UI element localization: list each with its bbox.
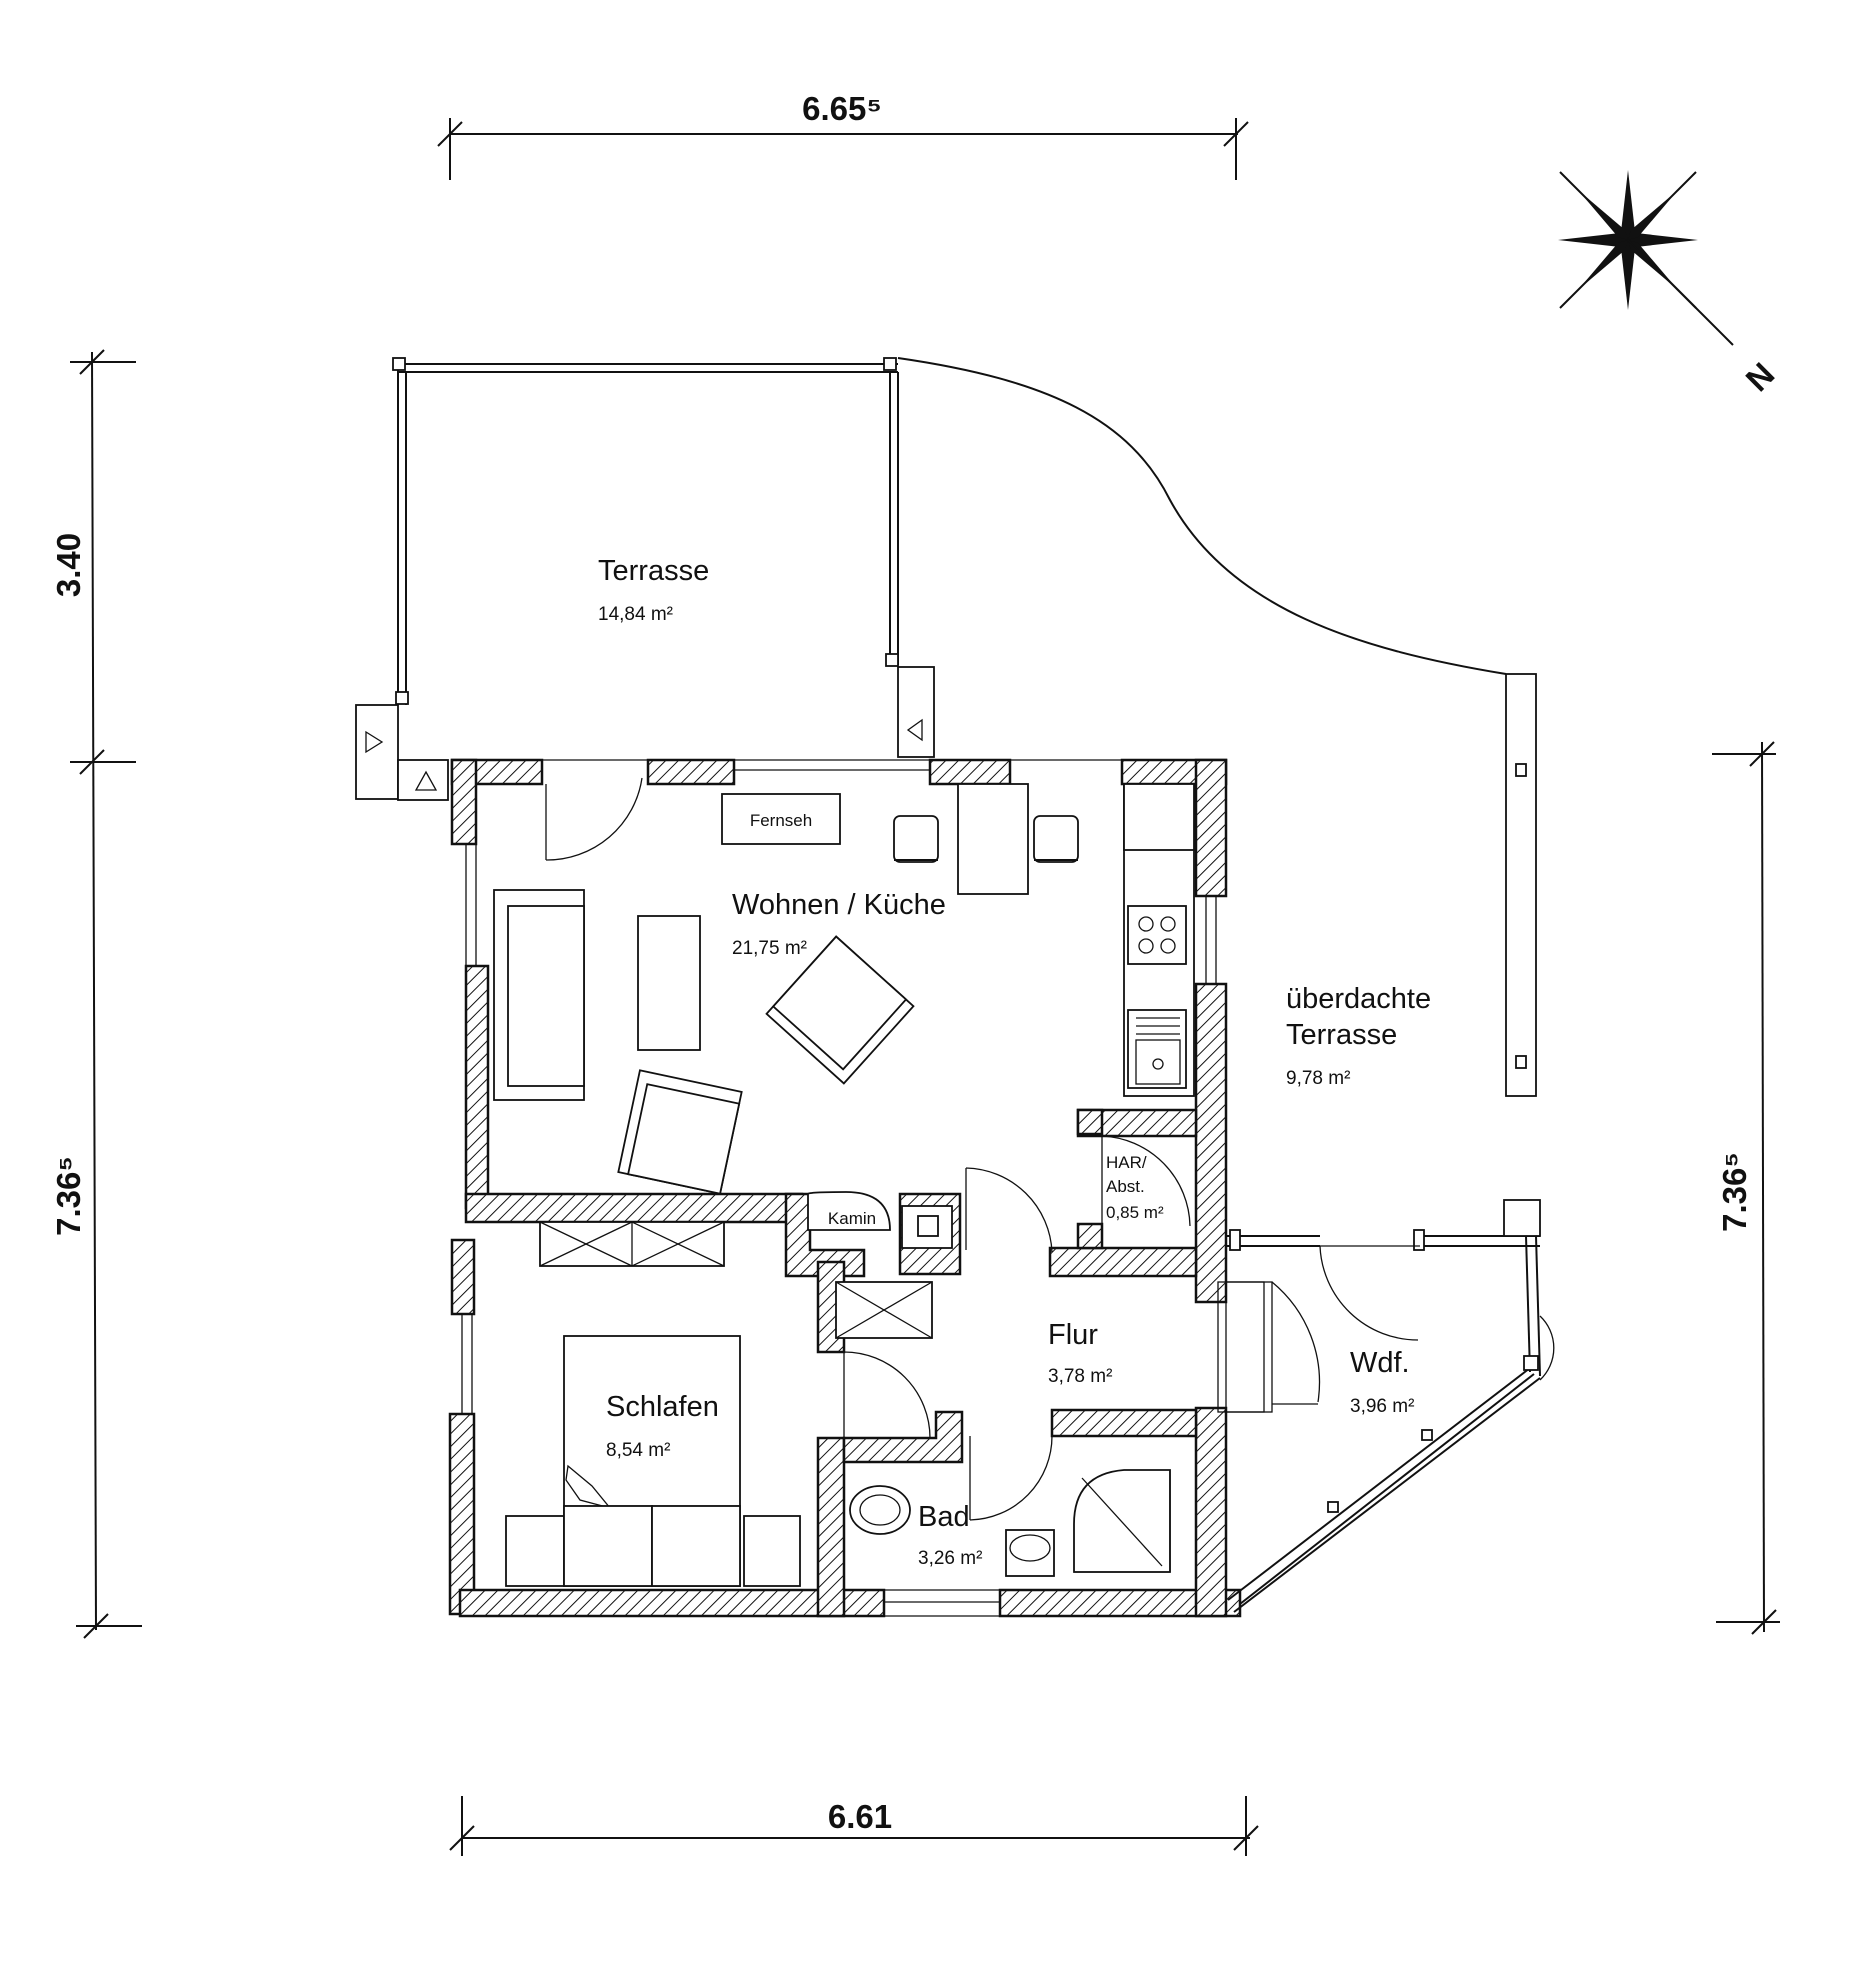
- dimension-bottom: 6.61: [449, 1796, 1259, 1856]
- room-bad-area: 3,26 m²: [918, 1548, 982, 1569]
- room-terrasse-area: 14,84 m²: [598, 604, 673, 625]
- terrace-structure: [355, 357, 1507, 801]
- room-ueberdachte-name-2: Terrasse: [1286, 1019, 1397, 1051]
- dimension-left-lower-label: 7.36⁵: [50, 1156, 87, 1236]
- dimension-left-upper-label: 3.40: [50, 533, 87, 597]
- covered-terrace-screen: [1505, 673, 1537, 1097]
- dimension-bottom-label: 6.61: [828, 1798, 892, 1835]
- compass-north-label: N: [1738, 355, 1781, 398]
- dimension-top-label: 6.65⁵: [802, 90, 882, 127]
- doors: [545, 777, 1191, 1521]
- bath-furniture: [849, 1469, 1171, 1577]
- room-flur-area: 3,78 m²: [1048, 1366, 1112, 1387]
- room-labels: Terrasse 14,84 m² Wohnen / Küche 21,75 m…: [598, 555, 1431, 1569]
- living-furniture: Fernseh: [493, 783, 1195, 1249]
- washbasin-icon: [1005, 1529, 1055, 1577]
- room-wdf-area: 3,96 m²: [1350, 1396, 1414, 1417]
- room-schlafen-name: Schlafen: [606, 1391, 719, 1423]
- dimension-top: 6.65⁵: [437, 90, 1249, 180]
- bedroom-furniture: [505, 1221, 933, 1587]
- room-ueberdachte-area: 9,78 m²: [1286, 1068, 1350, 1089]
- dimension-left: 3.40 7.36⁵: [50, 349, 142, 1639]
- fireplace: [807, 1191, 891, 1231]
- toilet-icon: [849, 1485, 911, 1535]
- room-har-name-2: Abst.: [1106, 1177, 1145, 1196]
- room-wdf-name: Wdf.: [1350, 1347, 1410, 1379]
- room-schlafen-area: 8,54 m²: [606, 1440, 670, 1461]
- room-wohnen-name: Wohnen / Küche: [732, 889, 946, 921]
- fireplace-label: Kamin: [828, 1209, 876, 1228]
- room-flur-name: Flur: [1048, 1319, 1098, 1351]
- tv-label: Fernseh: [750, 811, 812, 830]
- sink-icon: [1127, 1009, 1187, 1089]
- room-har-name-1: HAR/: [1106, 1153, 1147, 1172]
- stove-icon: [1127, 905, 1187, 965]
- dimension-right-label: 7.36⁵: [1716, 1152, 1753, 1232]
- room-ueberdachte-name-1: überdachte: [1286, 983, 1431, 1015]
- walls: [448, 758, 1555, 1618]
- dimension-right: 7.36⁵: [1712, 741, 1780, 1635]
- room-wohnen-area: 21,75 m²: [732, 938, 807, 959]
- room-bad-name: Bad: [918, 1501, 970, 1533]
- room-terrasse-name: Terrasse: [598, 555, 709, 587]
- room-har-area: 0,85 m²: [1106, 1203, 1164, 1222]
- tv-cabinet: [721, 793, 841, 845]
- compass-rose-icon: N: [1558, 170, 1781, 398]
